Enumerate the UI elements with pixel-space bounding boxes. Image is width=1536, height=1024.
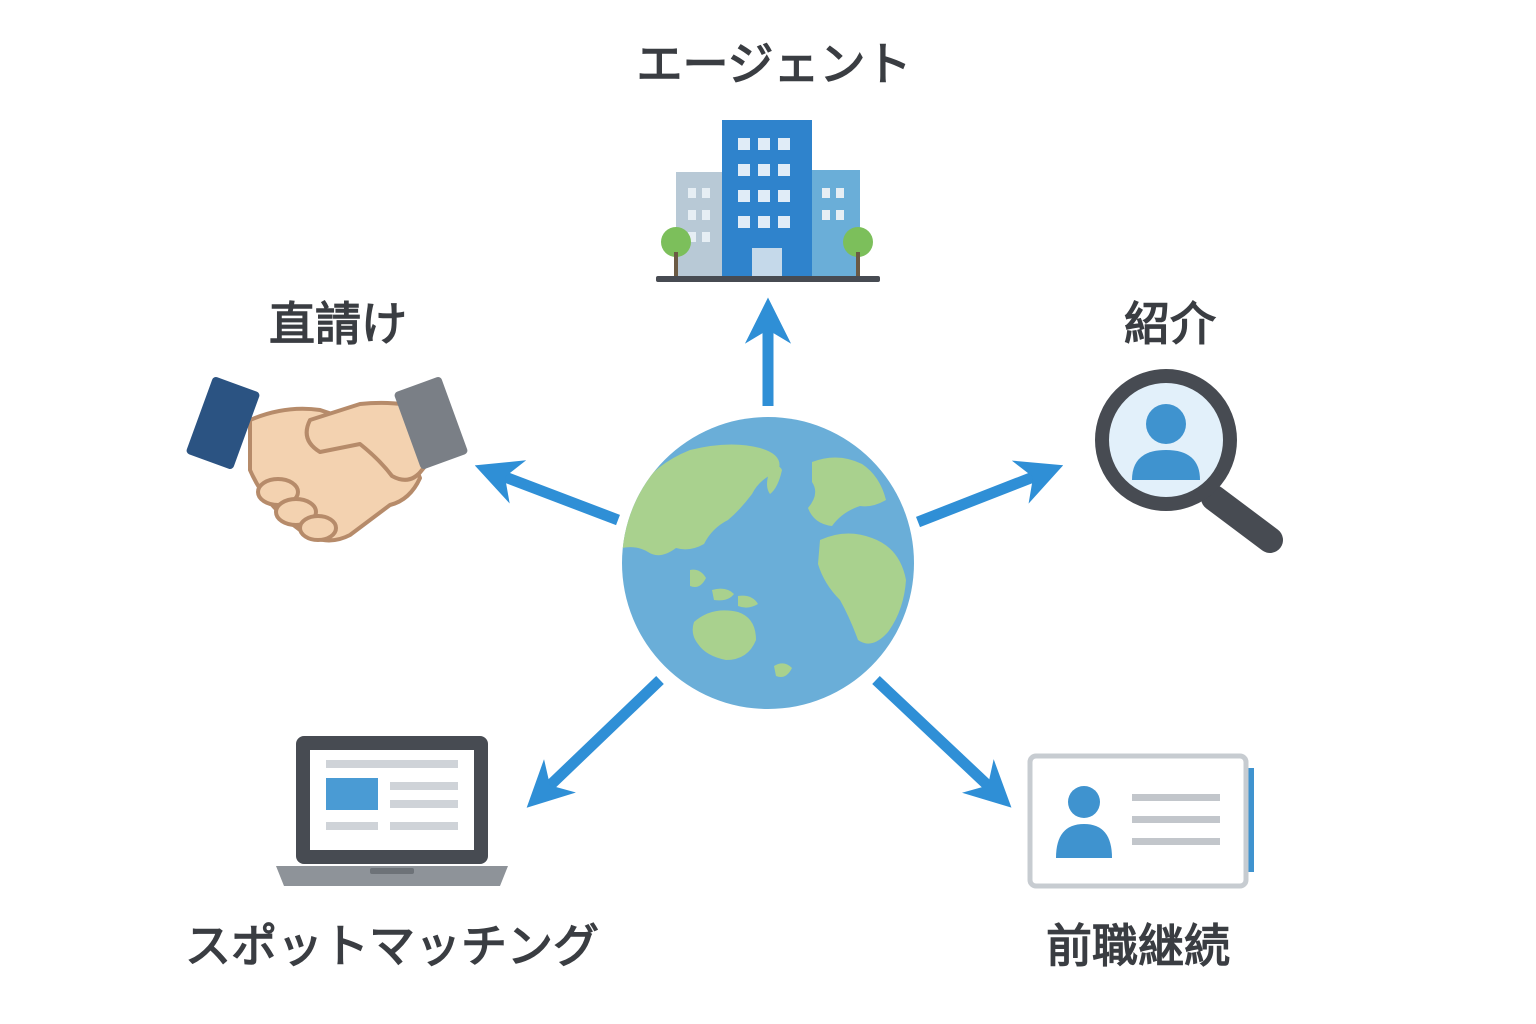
label-former: 前職継続 — [1046, 919, 1230, 973]
laptop-listing-icon — [276, 736, 508, 886]
globe-icon — [622, 417, 914, 709]
label-spot: スポットマッチング — [185, 919, 599, 973]
label-direct: 直請け — [269, 297, 407, 351]
arrows — [474, 297, 1064, 808]
arrow-to-referral — [915, 460, 1064, 528]
label-agent: エージェント — [636, 37, 911, 91]
office-building-icon — [656, 120, 880, 282]
arrow-to-direct — [474, 460, 620, 526]
magnifier-person-icon — [1095, 369, 1283, 553]
profile-card-icon — [1027, 753, 1254, 889]
arrow-to-spot — [526, 676, 664, 808]
handshake-icon — [186, 377, 468, 543]
arrow-to-former — [872, 675, 1012, 808]
label-referral: 紹介 — [1124, 297, 1217, 351]
